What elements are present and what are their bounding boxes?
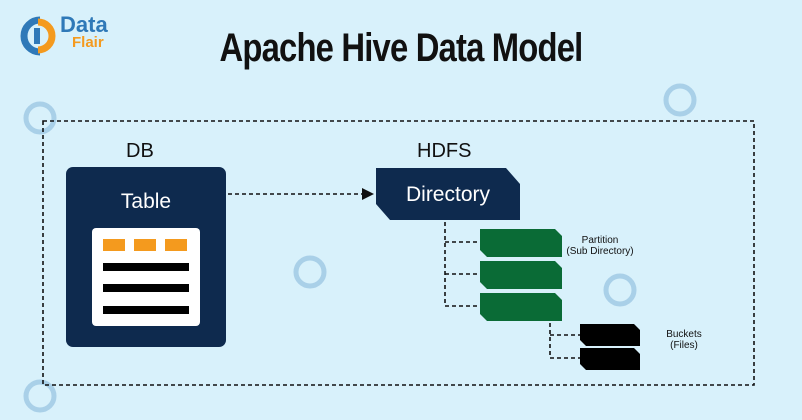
db-label: DB	[126, 140, 154, 162]
buckets-label-line2: (Files)	[670, 340, 698, 351]
partition-label-line2: (Sub Directory)	[566, 246, 634, 257]
hdfs-label: HDFS	[417, 140, 472, 162]
bucket-connectors	[549, 323, 580, 359]
arrowhead	[362, 188, 374, 200]
partition-shape	[480, 261, 562, 289]
table-label: Table	[120, 190, 172, 213]
outer-dashed-frame	[42, 120, 755, 386]
buckets-label-line1: Buckets	[666, 329, 702, 340]
brand-word-2: Flair	[72, 34, 104, 51]
partition-label-line1: Partition	[581, 235, 619, 246]
brand-word-1: Data	[60, 12, 108, 37]
partition-label: Partition (Sub Directory)	[556, 235, 644, 257]
partition-shape	[480, 293, 562, 321]
bucket-shape	[580, 324, 640, 346]
directory-label: Directory	[405, 183, 490, 206]
directory-shape	[376, 168, 520, 220]
partition-shape	[480, 229, 562, 257]
partition-shapes	[480, 229, 562, 321]
partition-connectors	[444, 222, 480, 307]
page-title: Apache Hive Data Model	[219, 26, 584, 70]
bucket-shape	[580, 348, 640, 370]
dataflair-logo-icon	[20, 16, 56, 56]
watermark-logos	[23, 83, 697, 413]
bucket-shapes	[580, 324, 640, 370]
table-icon	[92, 228, 200, 326]
buckets-label: Buckets (Files)	[662, 329, 706, 351]
